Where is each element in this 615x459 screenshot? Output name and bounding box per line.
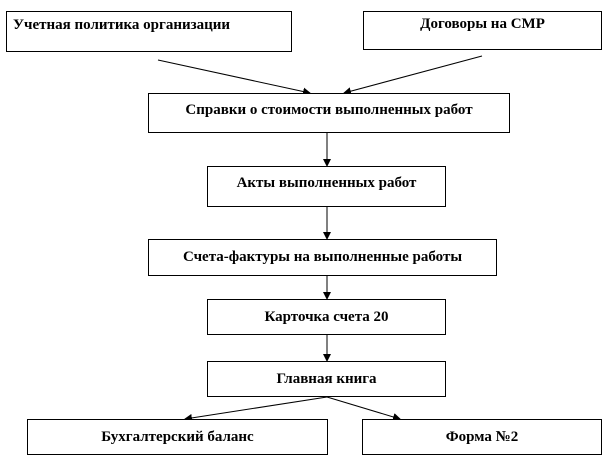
- node-work-acts: Акты выполненных работ: [207, 166, 446, 207]
- node-cost-certificates: Справки о стоимости выполненных работ: [148, 93, 510, 133]
- node-invoices-label: Счета-фактуры на выполненные работы: [182, 249, 463, 265]
- node-form-2: Форма №2: [362, 419, 602, 455]
- node-account-20-card-label: Карточка счета 20: [264, 308, 389, 325]
- node-account-20-card: Карточка счета 20: [207, 299, 446, 335]
- node-general-ledger-label: Главная книга: [276, 370, 377, 387]
- node-accounting-policy: Учетная политика организации: [6, 11, 292, 52]
- node-cost-certificates-label: Справки о стоимости выполненных работ: [185, 101, 473, 118]
- edge-contracts-to-spravki: [343, 55, 483, 96]
- node-form-2-label: Форма №2: [445, 428, 519, 445]
- edge-kniga-to-forma: [326, 396, 401, 421]
- node-contracts-label: Договоры на СМР: [420, 16, 545, 32]
- node-work-acts-label: Акты выполненных работ: [236, 175, 417, 191]
- edge-kniga-to-balans: [184, 396, 328, 422]
- node-contracts: Договоры на СМР: [363, 11, 602, 50]
- edge-policy-to-spravki: [157, 59, 311, 96]
- node-invoices: Счета-фактуры на выполненные работы: [148, 239, 497, 276]
- node-balance-sheet-label: Бухгалтерский баланс: [101, 428, 254, 445]
- node-accounting-policy-label: Учетная политика организации: [13, 17, 231, 33]
- node-balance-sheet: Бухгалтерский баланс: [27, 419, 328, 455]
- node-general-ledger: Главная книга: [207, 361, 446, 397]
